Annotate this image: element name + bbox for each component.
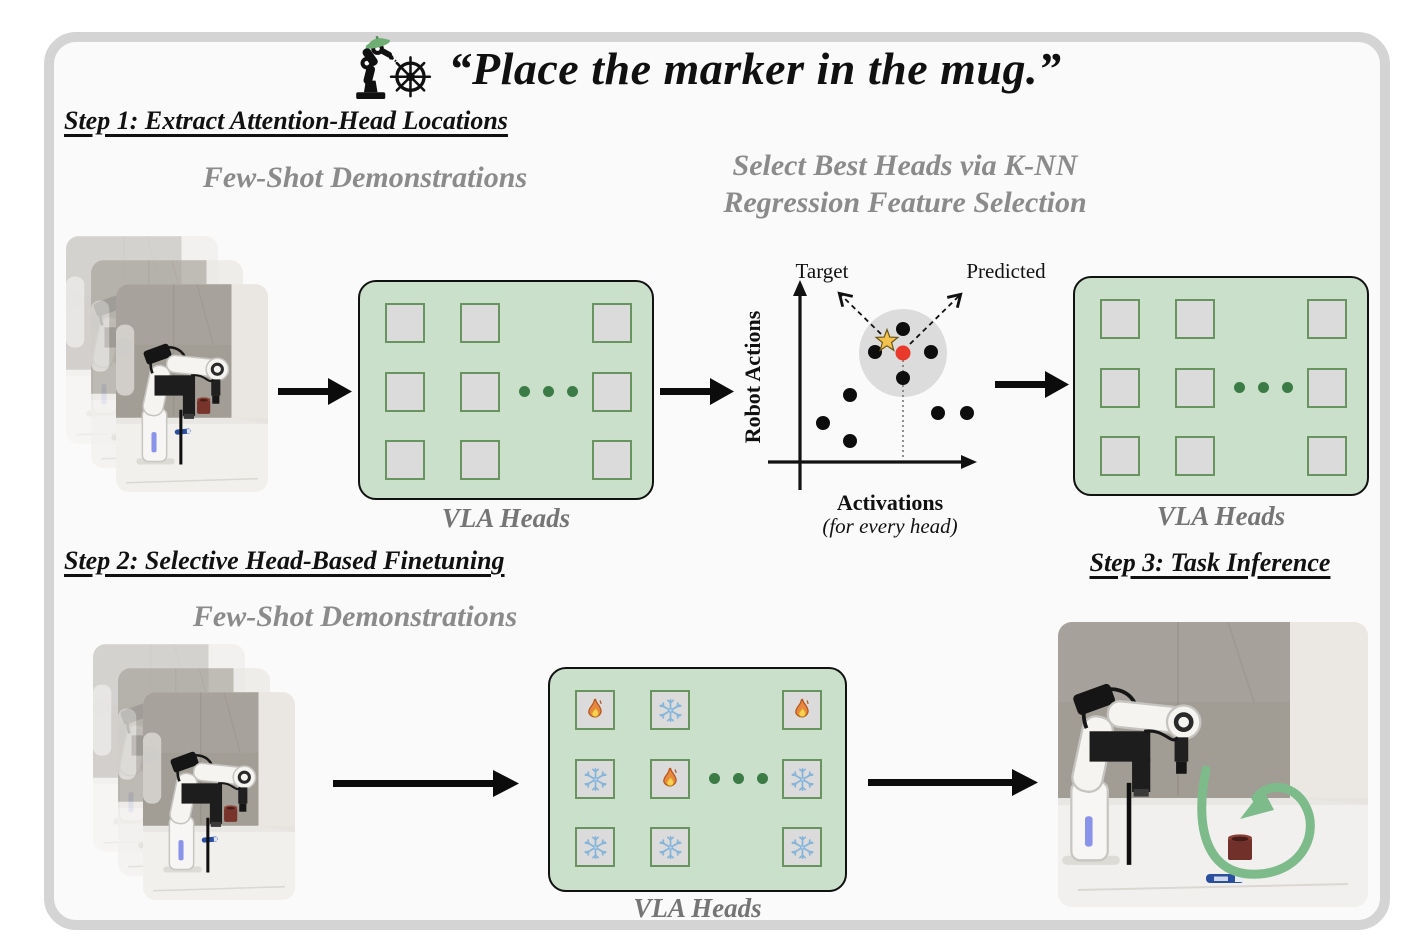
y-axis-label: Robot Actions [740,310,765,443]
vla-head-cell-fire [650,759,690,799]
vla-head-cell [1100,368,1140,408]
activation-point [960,406,974,420]
vla-head-cell [460,303,500,343]
y-axis-arrowhead [793,280,807,296]
activation-point [816,416,830,430]
robot-arm-icon [355,42,397,100]
vla-head-cell-snow [650,690,690,730]
step3-heading: Step 3: Task Inference [1089,548,1331,577]
step2-subtitle: Few-Shot Demonstrations [192,600,518,633]
vla-head-cell-snow [782,827,822,867]
vla-head-cell [1100,299,1140,339]
vla-head-cell-fire [575,690,615,730]
step2-heading: Step 2: Selective Head-Based Finetuning [64,546,505,575]
arrow-demos-to-finetune [333,768,519,803]
activation-point [931,406,945,420]
vla-head-cell [1175,368,1215,408]
target-annotation-arrow [837,291,882,335]
vla-head-cell [460,440,500,480]
vla-head-cell [1100,436,1140,476]
x-axis-arrowhead [961,455,977,469]
neighbor-point [896,371,910,385]
snowflake-icon [582,766,609,793]
step1-subtitle-right-line2: Regression Feature Selection [723,186,1087,219]
vla-head-cell [1307,436,1347,476]
predicted-annotation-arrow [909,292,963,345]
step2-demo-photo-stack [93,644,299,900]
vla-heads-box-step2-finetune [548,667,847,892]
vla-head-cell-snow [575,827,615,867]
predicted-label: Predicted [966,259,1046,283]
vla-head-cell [1307,299,1347,339]
fire-icon [789,697,816,724]
snowflake-icon [657,697,684,724]
vla-head-cell [592,372,632,412]
target-star [874,327,900,352]
arrow-heads-to-knn [660,376,734,411]
ship-helm-icon [389,56,431,98]
snowflake-icon [789,834,816,861]
vla-head-cell [592,303,632,343]
vla-head-cell [592,440,632,480]
x-axis-note: (for every head) [822,514,957,538]
vla-head-cell-fire [782,690,822,730]
neighbor-point [868,345,882,359]
ellipsis-dots [519,386,578,397]
vla-heads-box-step1-input [358,280,654,500]
vla-heads-label-2: VLA Heads [1156,501,1286,531]
step1-subtitle-right-line1: Select Best Heads via K-NN [732,149,1078,182]
activation-point [843,434,857,448]
step1-subtitle-left: Few-Shot Demonstrations [202,161,528,194]
arrow-finetune-to-inference [868,767,1038,802]
arrow-knn-to-selected-heads [995,369,1069,404]
captain-cap-icon [365,36,390,49]
neighbor-point [924,345,938,359]
figure-title-row: “Place the marker in the mug.” [0,36,1412,100]
vla-heads-box-step1-selected [1073,276,1369,496]
step1-demo-photo-stack [66,236,272,492]
neighbor-point [896,322,910,336]
activation-point [843,388,857,402]
vla-heads-label-1: VLA Heads [441,503,571,533]
fire-icon [582,697,609,724]
vla-head-cell-snow [782,759,822,799]
fire-icon [657,766,684,793]
x-axis-label: Activations [837,490,944,515]
vla-head-cell [385,440,425,480]
knn-scatter-plot: Target Predicted Robot Actions Activatio… [740,259,1046,538]
vla-head-cell [1175,436,1215,476]
vla-head-cell-snow [575,759,615,799]
snowflake-icon [789,766,816,793]
vla-head-cell-snow [650,827,690,867]
step1-subtitle-right: Select Best Heads via K-NN Regression Fe… [655,147,1155,221]
demo-photo-front [116,284,268,492]
task-inference-photo [1058,622,1368,907]
scatter-points [816,322,974,448]
vla-head-cell [385,372,425,412]
vla-head-cell [460,372,500,412]
arrow-demos-to-heads [278,376,352,411]
snowflake-icon [582,834,609,861]
target-label: Target [796,259,849,283]
ellipsis-dots [709,773,768,784]
predicted-point [895,345,911,361]
ellipsis-dots [1234,382,1293,393]
snowflake-icon [657,834,684,861]
vla-heads-label-3: VLA Heads [633,893,762,923]
axes [768,292,965,490]
vla-head-cell [1307,368,1347,408]
demo-photo-front [143,692,295,900]
step1-heading: Step 1: Extract Attention-Head Locations [64,106,508,135]
vla-head-cell [1175,299,1215,339]
robot-helm-logo [355,36,431,100]
vla-head-cell [385,303,425,343]
figure-title: “Place the marker in the mug.” [448,42,1062,94]
